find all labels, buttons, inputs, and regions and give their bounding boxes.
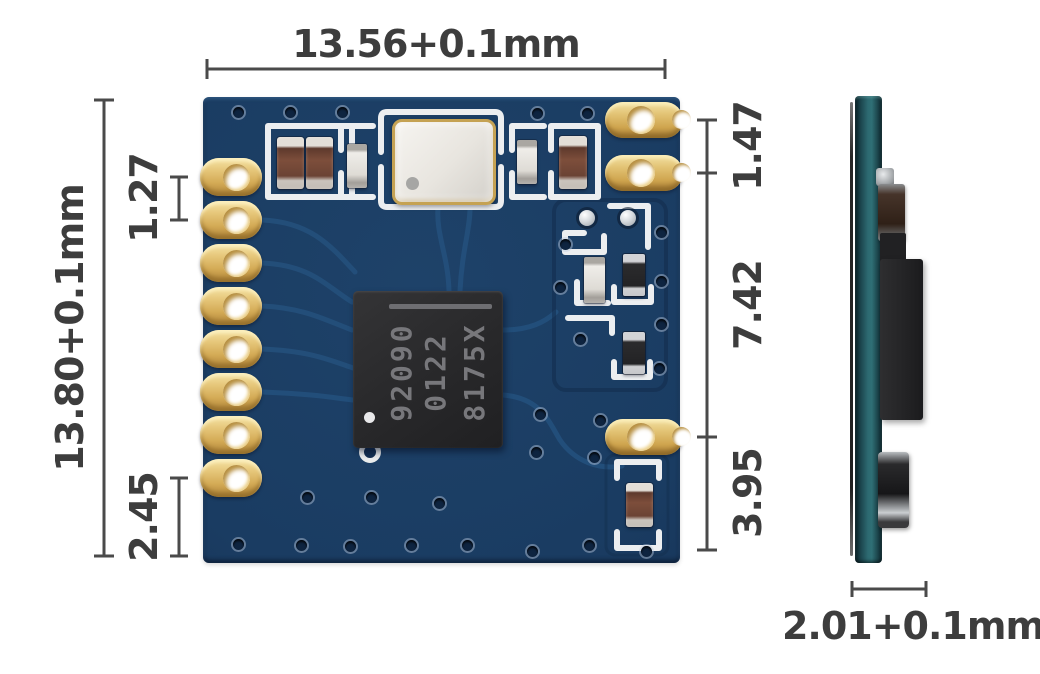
crystal-oscillator [392, 119, 496, 205]
via [527, 546, 538, 557]
inductor [623, 254, 645, 296]
castellated-pin [200, 201, 262, 239]
capacitor [626, 483, 653, 527]
pin-hole [223, 336, 250, 363]
castellated-pin [200, 330, 262, 368]
dim-offset-label: 2.45 [122, 472, 166, 562]
via [531, 447, 542, 458]
pad-castellation-notch [672, 110, 691, 129]
side-view-capacitor [878, 184, 905, 241]
dimension-lines [94, 59, 928, 597]
side-view-solder-joint [876, 168, 894, 186]
pad-castellation-notch [672, 427, 691, 446]
capacitor [559, 136, 587, 189]
side-view-capacitor [878, 452, 909, 528]
dim-pitch-label: 1.27 [122, 153, 166, 243]
pad-castellation-notch [672, 163, 691, 182]
capacitor [306, 137, 333, 189]
dim-thickness-label: 2.01+0.1mm [781, 604, 1040, 648]
via [337, 107, 348, 118]
castellated-pin [200, 416, 262, 454]
via [656, 319, 667, 330]
via [582, 108, 593, 119]
inductor [623, 332, 645, 374]
castellated-pin [200, 459, 262, 497]
via [434, 498, 445, 509]
via [555, 282, 566, 293]
via [462, 540, 473, 551]
castellated-pin [200, 287, 262, 325]
pad-hole [627, 159, 655, 187]
via [641, 546, 652, 557]
pin-hole [223, 164, 250, 191]
crystal-pin1-dot [406, 177, 419, 190]
via [656, 276, 667, 287]
dim-right-bottom-label: 3.95 [726, 448, 770, 538]
pin-hole [223, 379, 250, 406]
via [296, 540, 307, 551]
dim-height-label: 13.80+0.1mm [48, 184, 92, 472]
pin-hole [223, 465, 250, 492]
pour-outline-layer [552, 198, 670, 557]
chip-pin1-dot [364, 412, 375, 423]
via [302, 492, 313, 503]
trace-layer [259, 205, 625, 470]
pin-hole [223, 207, 250, 234]
via [233, 539, 244, 550]
via [589, 452, 600, 463]
chip-marking-line: 8175X [458, 322, 491, 422]
pin-hole [223, 422, 250, 449]
via [532, 108, 543, 119]
capacitor [277, 137, 304, 189]
dim-width-label: 13.56+0.1mm [292, 22, 581, 66]
side-view-chip [880, 259, 923, 420]
chip-marking-bar [389, 304, 492, 309]
solder-via [579, 210, 595, 226]
via [575, 334, 586, 345]
smd-component [517, 140, 537, 184]
via [233, 107, 244, 118]
castellated-pin [200, 158, 262, 196]
edge-pad [605, 102, 691, 138]
via [656, 227, 667, 238]
pad-hole [627, 106, 655, 134]
main-ic-chip: 92090 0122 8175X [353, 291, 503, 448]
dim-right-middle-label: 7.42 [726, 260, 770, 350]
via [366, 492, 377, 503]
pin-hole [223, 293, 250, 320]
via [654, 363, 665, 374]
via [345, 541, 356, 552]
via [560, 239, 571, 250]
side-view-chip-step [880, 233, 906, 263]
castellated-pin [200, 244, 262, 282]
chip-marking-line: 0122 [419, 332, 452, 412]
via [285, 107, 296, 118]
via [406, 540, 417, 551]
dim-right-top-label: 1.47 [726, 101, 770, 191]
pin-hole [223, 250, 250, 277]
chip-marking-line: 92090 [385, 322, 418, 422]
castellated-pin [200, 373, 262, 411]
via [535, 409, 546, 420]
pad-hole [627, 423, 655, 451]
edge-pad [605, 419, 691, 455]
smd-component [584, 257, 605, 303]
silkscreen-layer [265, 109, 662, 551]
solder-via [620, 210, 636, 226]
side-view-pin-edge [850, 102, 853, 556]
smd-component [347, 144, 367, 188]
via [584, 540, 595, 551]
edge-pad [605, 155, 691, 191]
via [595, 415, 606, 426]
